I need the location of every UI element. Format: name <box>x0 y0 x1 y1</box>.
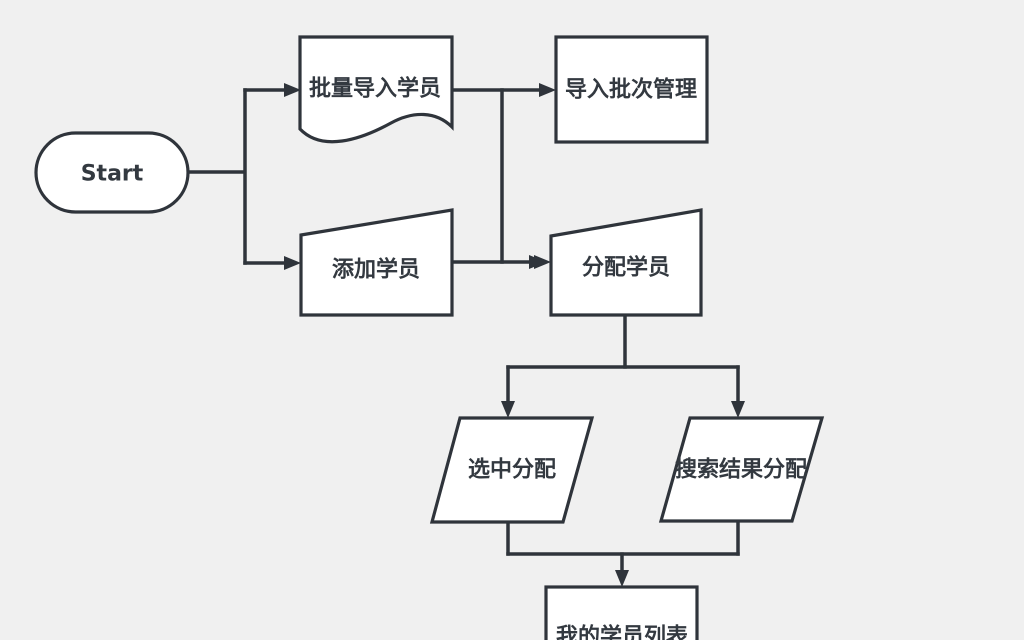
node-search-result-assign[interactable]: 搜索结果分配 <box>658 416 825 523</box>
my-student-list-label: 我的学员列表 <box>556 624 689 640</box>
node-assign-student[interactable]: 分配学员 <box>549 208 703 317</box>
arrowhead <box>501 401 515 418</box>
node-import-batch-mgmt[interactable]: 导入批次管理 <box>554 35 709 144</box>
assign-student-label: 分配学员 <box>582 255 670 281</box>
assign-student-shape[interactable] <box>549 208 703 317</box>
start-label: Start <box>81 162 144 187</box>
arrowhead <box>534 255 551 269</box>
arrowhead <box>284 256 301 270</box>
node-batch-import-student[interactable]: 批量导入学员 <box>298 35 454 144</box>
add-student-label: 添加学员 <box>332 257 420 283</box>
start-shape[interactable] <box>34 131 190 214</box>
node-start[interactable]: Start <box>34 131 190 214</box>
arrowhead <box>731 401 745 418</box>
batch-import-label: 批量导入学员 <box>309 76 441 102</box>
arrowhead <box>284 83 301 97</box>
import-batch-mgmt-label: 导入批次管理 <box>565 77 697 103</box>
selected-assign-label: 选中分配 <box>468 458 556 483</box>
search-result-assign-label: 搜索结果分配 <box>675 457 807 483</box>
node-my-student-list[interactable]: 我的学员列表 <box>544 585 699 640</box>
edges-layer <box>188 83 745 587</box>
node-selected-assign[interactable]: 选中分配 <box>429 416 595 524</box>
selected-assign-shape[interactable] <box>429 416 595 524</box>
import-batch-mgmt-shape[interactable] <box>554 35 709 144</box>
arrowhead <box>615 570 629 587</box>
search-result-assign-shape[interactable] <box>658 416 825 523</box>
add-student-shape[interactable] <box>299 208 454 317</box>
node-add-student[interactable]: 添加学员 <box>299 208 454 317</box>
arrowhead <box>539 83 556 97</box>
batch-import-shape[interactable] <box>298 35 454 144</box>
my-student-list-shape[interactable] <box>544 585 699 640</box>
